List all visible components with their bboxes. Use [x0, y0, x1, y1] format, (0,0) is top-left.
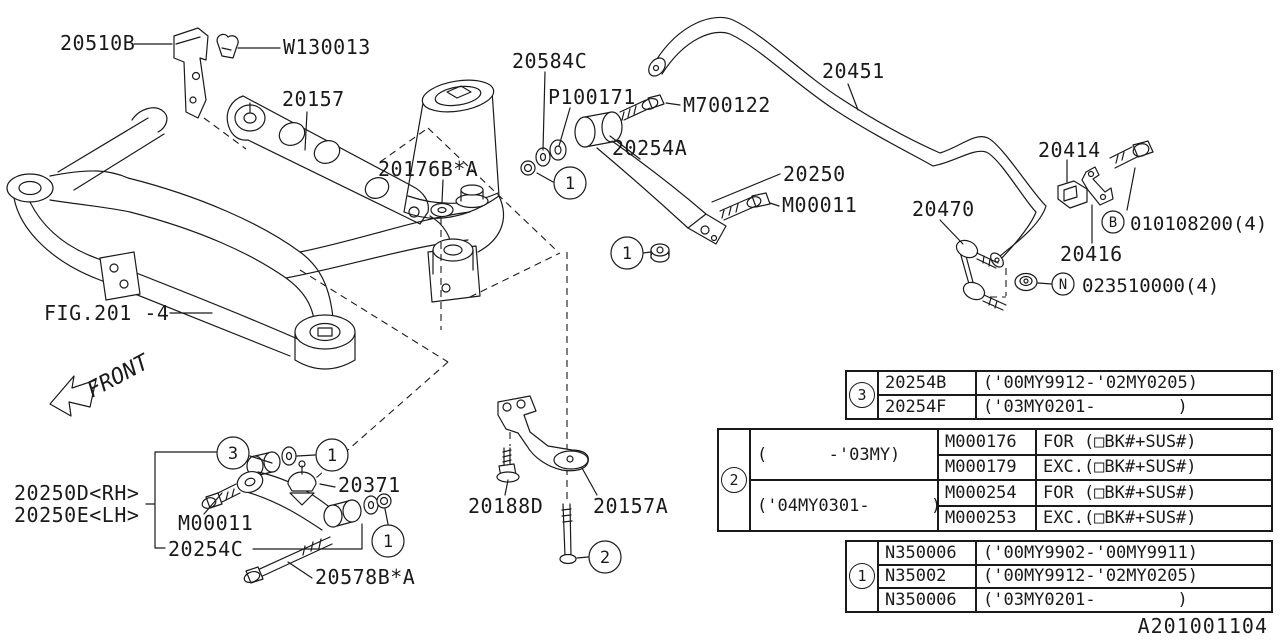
table-cell-range: ('00MY9912-'02MY0205)	[977, 565, 1271, 587]
label-20176ba: 20176B*A	[378, 157, 478, 181]
label-20451: 20451	[822, 59, 885, 83]
callout-1-b	[611, 237, 643, 269]
callout-1-c	[316, 439, 348, 471]
table-cell-app: FOR (□BK#+SUS#)	[1037, 430, 1271, 454]
diagram-callouts: 1 1 3 1 1 2 B N	[217, 167, 1124, 573]
callout-1-a	[554, 167, 586, 199]
front-label: FRONT	[83, 349, 155, 403]
table-callout-2: 2 ( -'03MY) M000176 FOR (□BK#+SUS#) M000…	[717, 428, 1273, 532]
table-cell-part: M000253	[939, 506, 1035, 530]
table-cell-range: ('00MY9902-'00MY9911)	[977, 542, 1271, 564]
upper-link-drawing	[521, 95, 770, 262]
bracket-20157a-drawing	[497, 396, 588, 564]
label-m00011-upper: M00011	[782, 193, 857, 217]
label-20578ba: 20578B*A	[315, 565, 415, 589]
table3-badge-cell: 3	[847, 372, 877, 418]
callout-2	[589, 541, 621, 573]
label-20254a: 20254A	[612, 136, 687, 160]
table-cell-app: FOR (□BK#+SUS#)	[1037, 481, 1271, 505]
table-cell-range: ('00MY9912-'02MY0205)	[977, 372, 1271, 394]
svg-text:3: 3	[228, 444, 238, 464]
table2-badge-cell: 2	[719, 430, 749, 530]
table-cell-part: N350006	[879, 589, 975, 611]
bolt-b-drawing	[1110, 141, 1153, 168]
callout-b	[1102, 211, 1124, 233]
svg-text:1: 1	[565, 174, 575, 194]
table-cell-period: ('04MY0301- )	[751, 481, 941, 530]
svg-text:2: 2	[600, 548, 610, 568]
rear-subframe-drawing	[7, 108, 503, 369]
label-20371: 20371	[338, 473, 401, 497]
svg-text:1: 1	[383, 532, 393, 552]
label-20250e-lh: 20250E<LH>	[14, 503, 139, 527]
label-20510b: 20510B	[60, 31, 135, 55]
label-20584c: 20584C	[512, 49, 587, 73]
table-cell-part: M000254	[939, 481, 1035, 505]
part-labels: 20510B W130013 20157 20176B*A 20584C P10…	[14, 31, 1267, 589]
table1-badge: 1	[849, 563, 875, 590]
label-20470: 20470	[912, 197, 975, 221]
table-cell-range: ('03MY0201- )	[977, 589, 1271, 611]
label-w130013: W130013	[283, 35, 371, 59]
table-callout-1: 1 N350006 ('00MY9902-'00MY9911) N35002 (…	[845, 540, 1273, 613]
table3-badge: 3	[849, 382, 875, 408]
table-cell-part: 20254B	[879, 372, 975, 394]
table-cell-range: ('03MY0201- )	[977, 396, 1271, 418]
front-direction-arrow: FRONT	[50, 349, 155, 416]
stopper-20176-drawing	[431, 185, 488, 217]
label-20414: 20414	[1038, 138, 1101, 162]
callout-n	[1052, 273, 1074, 295]
label-p100171: P100171	[548, 85, 636, 109]
clip-w130013-drawing	[217, 34, 238, 58]
table-callout-3: 3 20254B ('00MY9912-'02MY0205) 20254F ('…	[845, 370, 1273, 420]
svg-text:B: B	[1109, 215, 1117, 231]
callout-3	[217, 437, 249, 469]
stabilizer-bar-drawing	[645, 17, 1046, 269]
label-m700122: M700122	[683, 93, 771, 117]
svg-text:N: N	[1059, 277, 1067, 293]
label-20416: 20416	[1060, 242, 1123, 266]
table-cell-app: EXC.(□BK#+SUS#)	[1037, 506, 1271, 530]
label-023510000: 023510000(4)	[1082, 275, 1219, 297]
table-cell-part: M000179	[939, 455, 1035, 479]
nut-n-drawing	[1015, 274, 1037, 291]
end-link-20470-drawing	[954, 237, 1006, 310]
label-010108200: 010108200(4)	[1130, 213, 1267, 235]
drawing-number: A201001104	[1137, 614, 1268, 638]
lower-link-drawing	[201, 447, 391, 584]
label-m00011-lower: M00011	[178, 511, 253, 535]
table2-badge: 2	[721, 467, 747, 493]
table-cell-part: M000176	[939, 430, 1035, 454]
svg-text:1: 1	[327, 446, 337, 466]
label-20157: 20157	[282, 87, 345, 111]
dashed-reference-lines	[204, 118, 1006, 500]
table1-badge-cell: 1	[847, 542, 877, 611]
table-cell-app: EXC.(□BK#+SUS#)	[1037, 455, 1271, 479]
crossmember-20157-drawing	[227, 96, 428, 224]
strut-drawing	[404, 76, 499, 219]
label-fig-ref: FIG.201 -4	[44, 301, 169, 325]
callout-1-d	[372, 525, 404, 557]
table-cell-part: 20254F	[879, 396, 975, 418]
leader-lines	[134, 44, 1135, 578]
label-20157a: 20157A	[593, 494, 668, 518]
label-20250d-rh: 20250D<RH>	[14, 481, 139, 505]
label-20250: 20250	[783, 162, 846, 186]
table-cell-part: N350006	[879, 542, 975, 564]
svg-text:1: 1	[622, 244, 632, 264]
bracket-20510b-drawing	[174, 28, 208, 118]
bracket-20416-drawing	[1082, 167, 1113, 205]
table-cell-period: ( -'03MY)	[751, 430, 937, 479]
label-20254c: 20254C	[168, 537, 243, 561]
label-20188d: 20188D	[468, 494, 543, 518]
table-cell-part: N35002	[879, 565, 975, 587]
bushing-20414-drawing	[1058, 181, 1087, 208]
